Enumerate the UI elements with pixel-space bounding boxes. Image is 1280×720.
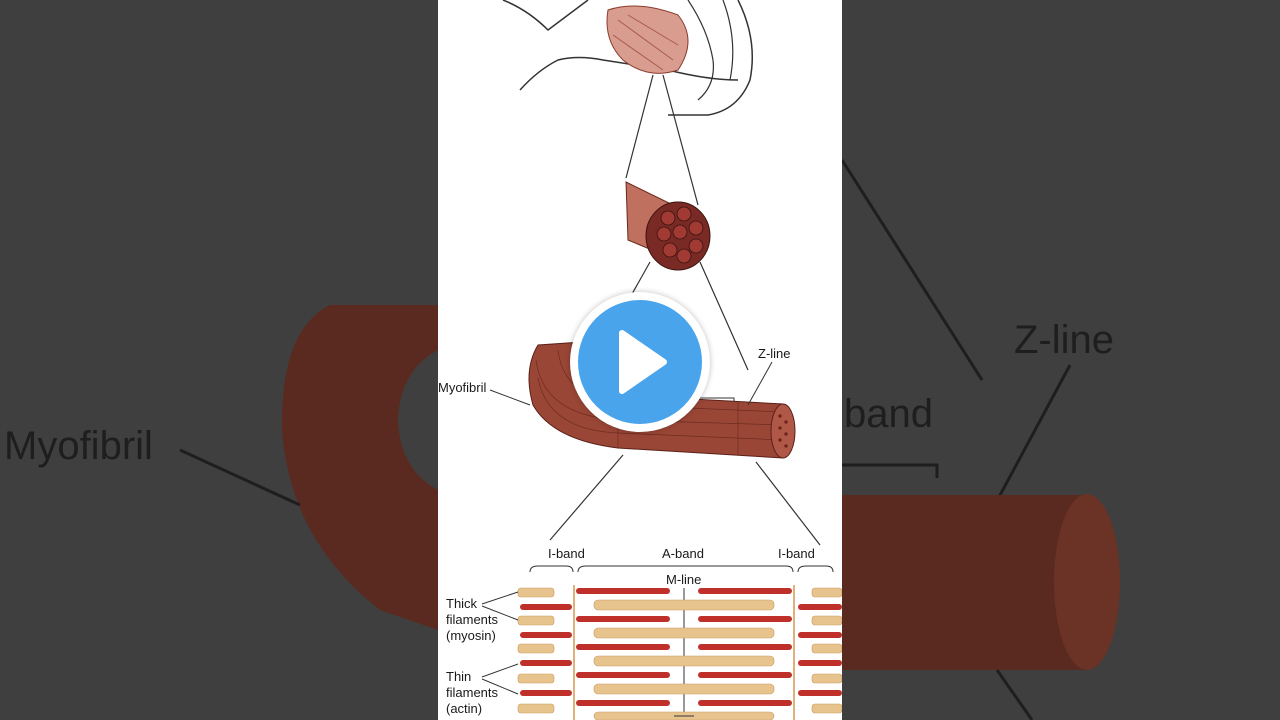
zoom-line-6: [755, 461, 821, 546]
background-right-art: [842, 159, 1120, 720]
background-fiber-shape: [842, 495, 1106, 670]
thin-filaments: [520, 588, 842, 706]
thin-label-line2: filaments: [446, 685, 499, 700]
thin-label-line3: (actin): [446, 701, 483, 716]
aband-label: A-band: [662, 546, 704, 561]
zoom-line-1: [625, 74, 654, 179]
myofibril-label: Myofibril: [438, 380, 487, 395]
iband-right-bracket: [797, 565, 834, 573]
background-band-label: band: [844, 392, 933, 436]
zoom-line-2: [662, 74, 699, 206]
thick-label-line2: filaments: [446, 612, 499, 627]
arm-outline-forearm: [668, 0, 754, 116]
background-fiber-end: [1054, 494, 1120, 670]
zline-leader: [747, 361, 773, 406]
zoom-line-5: [549, 454, 624, 541]
play-triangle-icon: [619, 330, 667, 394]
background-bracket: [842, 463, 939, 478]
background-leader-line-3: [995, 669, 1034, 720]
biceps-muscle-striations: [612, 14, 679, 71]
background-leader-line-1: [842, 159, 984, 381]
background-leader-line: [179, 448, 301, 507]
myofibril-end: [770, 403, 796, 459]
background-myofibril-label: Myofibril: [4, 424, 153, 468]
iband-right-label: I-band: [778, 546, 815, 561]
thick-label-line3: (myosin): [446, 628, 496, 643]
background-zline-label: Z-line: [1014, 318, 1115, 362]
thin-label-line1: Thin: [446, 669, 472, 684]
thick-label-line1: Thick: [446, 596, 478, 611]
background-myofibril-gap: [398, 350, 438, 490]
iband-left-bracket: [529, 565, 574, 573]
zline-label: Z-line: [758, 346, 791, 361]
background-right: Z-line band: [842, 0, 1280, 720]
aband-bracket: [577, 565, 794, 573]
arm-bone-2: [722, 0, 734, 81]
background-leader-line-2: [990, 364, 1072, 511]
background-myofibril-shape: [281, 305, 438, 630]
thick-filaments: [517, 587, 842, 720]
arm-outline-lower: [519, 56, 739, 91]
muscle-bundle-fibers: [656, 206, 704, 264]
background-left-art: [179, 305, 438, 630]
mline-label: M-line: [666, 572, 702, 587]
arm-bone-1: [687, 0, 715, 101]
play-button[interactable]: [570, 292, 710, 432]
play-button-circle[interactable]: [578, 300, 702, 424]
zoom-line-4: [699, 261, 749, 371]
filament-leaders: [481, 591, 519, 695]
background-left: Myofibril: [0, 0, 438, 720]
iband-left-label: I-band: [548, 546, 585, 561]
myofibril-end-holes: [778, 414, 788, 448]
arm-outline-shoulder: [502, 0, 589, 31]
myofibril-leader: [489, 389, 531, 406]
